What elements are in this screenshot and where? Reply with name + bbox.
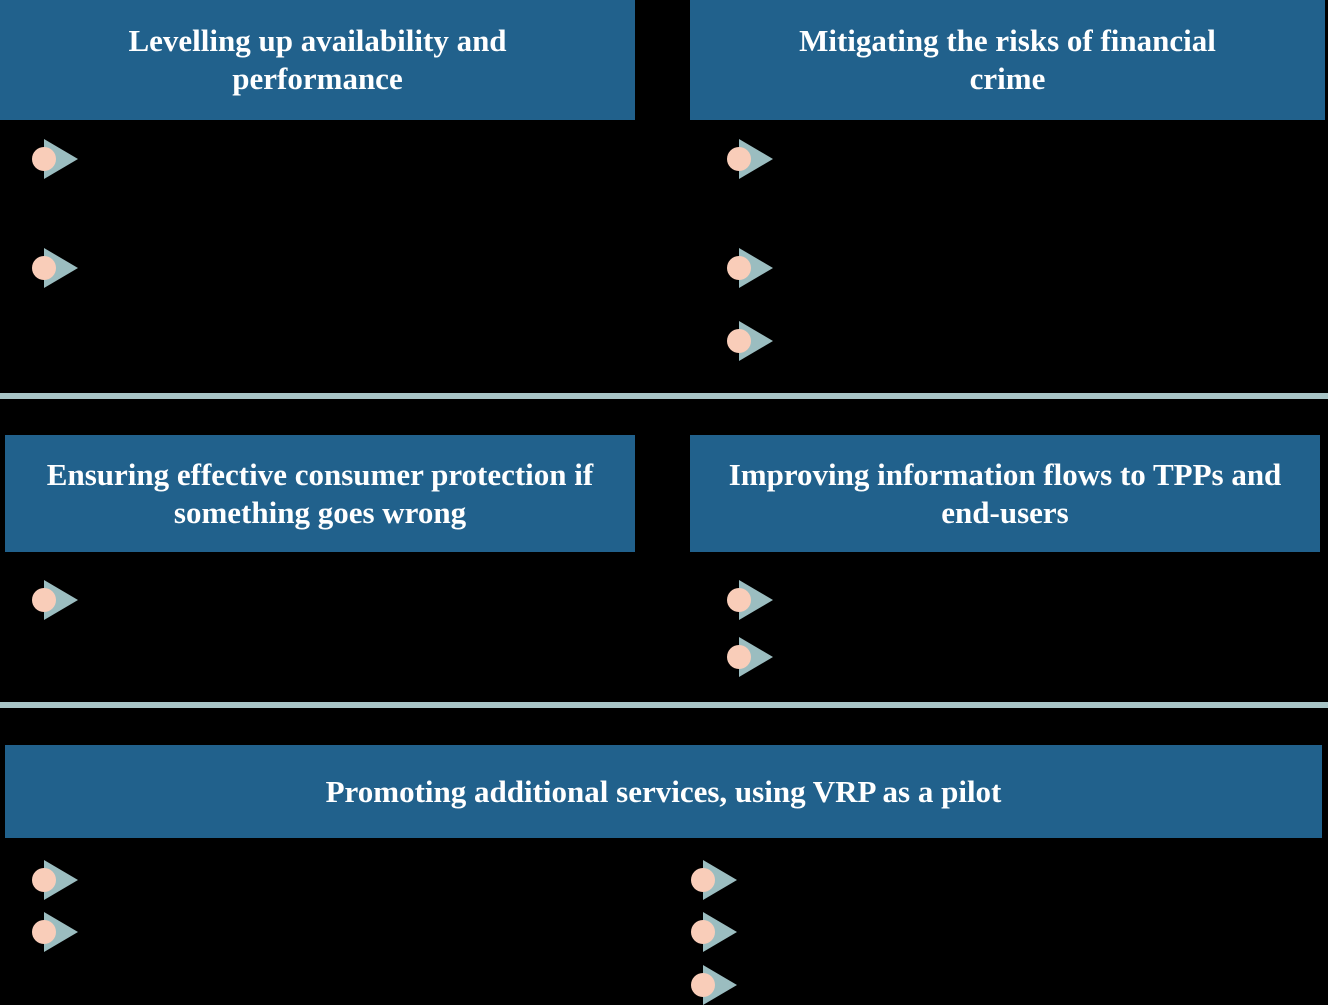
bullet-marker-icon — [32, 580, 78, 620]
section-heading-text: Promoting additional services, using VRP… — [325, 773, 1002, 809]
section-heading-text: Mitigating the risks of financial crime — [799, 23, 1216, 96]
section-header-consumer-protection: Ensuring effective consumer protection i… — [5, 435, 635, 552]
bullet-marker-icon — [691, 912, 737, 952]
bullet-marker-icon — [32, 139, 78, 179]
circle-icon — [691, 920, 715, 944]
circle-icon — [32, 588, 56, 612]
circle-icon — [691, 973, 715, 997]
circle-icon — [32, 920, 56, 944]
section-divider — [0, 702, 1328, 708]
section-divider — [0, 393, 1328, 399]
bullet-marker-icon — [691, 965, 737, 1005]
circle-icon — [727, 329, 751, 353]
bullet-marker-icon — [32, 860, 78, 900]
circle-icon — [727, 147, 751, 171]
bullet-marker-icon — [727, 139, 773, 179]
bullet-marker-icon — [32, 248, 78, 288]
circle-icon — [32, 868, 56, 892]
circle-icon — [691, 868, 715, 892]
bullet-marker-icon — [727, 580, 773, 620]
bullet-marker-icon — [727, 248, 773, 288]
circle-icon — [727, 256, 751, 280]
section-header-vrp-pilot: Promoting additional services, using VRP… — [5, 745, 1322, 838]
section-heading-text: Levelling up availability and performanc… — [128, 23, 507, 96]
section-heading-text: Ensuring effective consumer protection i… — [46, 456, 594, 530]
bullet-marker-icon — [691, 860, 737, 900]
bullet-marker-icon — [727, 321, 773, 361]
circle-icon — [727, 645, 751, 669]
section-header-financial-crime: Mitigating the risks of financial crime — [690, 0, 1325, 120]
section-header-levelling-up: Levelling up availability and performanc… — [0, 0, 635, 120]
circle-icon — [32, 256, 56, 280]
section-heading-text: Improving information flows to TPPs and … — [728, 456, 1282, 530]
circle-icon — [727, 588, 751, 612]
bullet-marker-icon — [727, 637, 773, 677]
bullet-marker-icon — [32, 912, 78, 952]
circle-icon — [32, 147, 56, 171]
section-header-information-flows: Improving information flows to TPPs and … — [690, 435, 1320, 552]
